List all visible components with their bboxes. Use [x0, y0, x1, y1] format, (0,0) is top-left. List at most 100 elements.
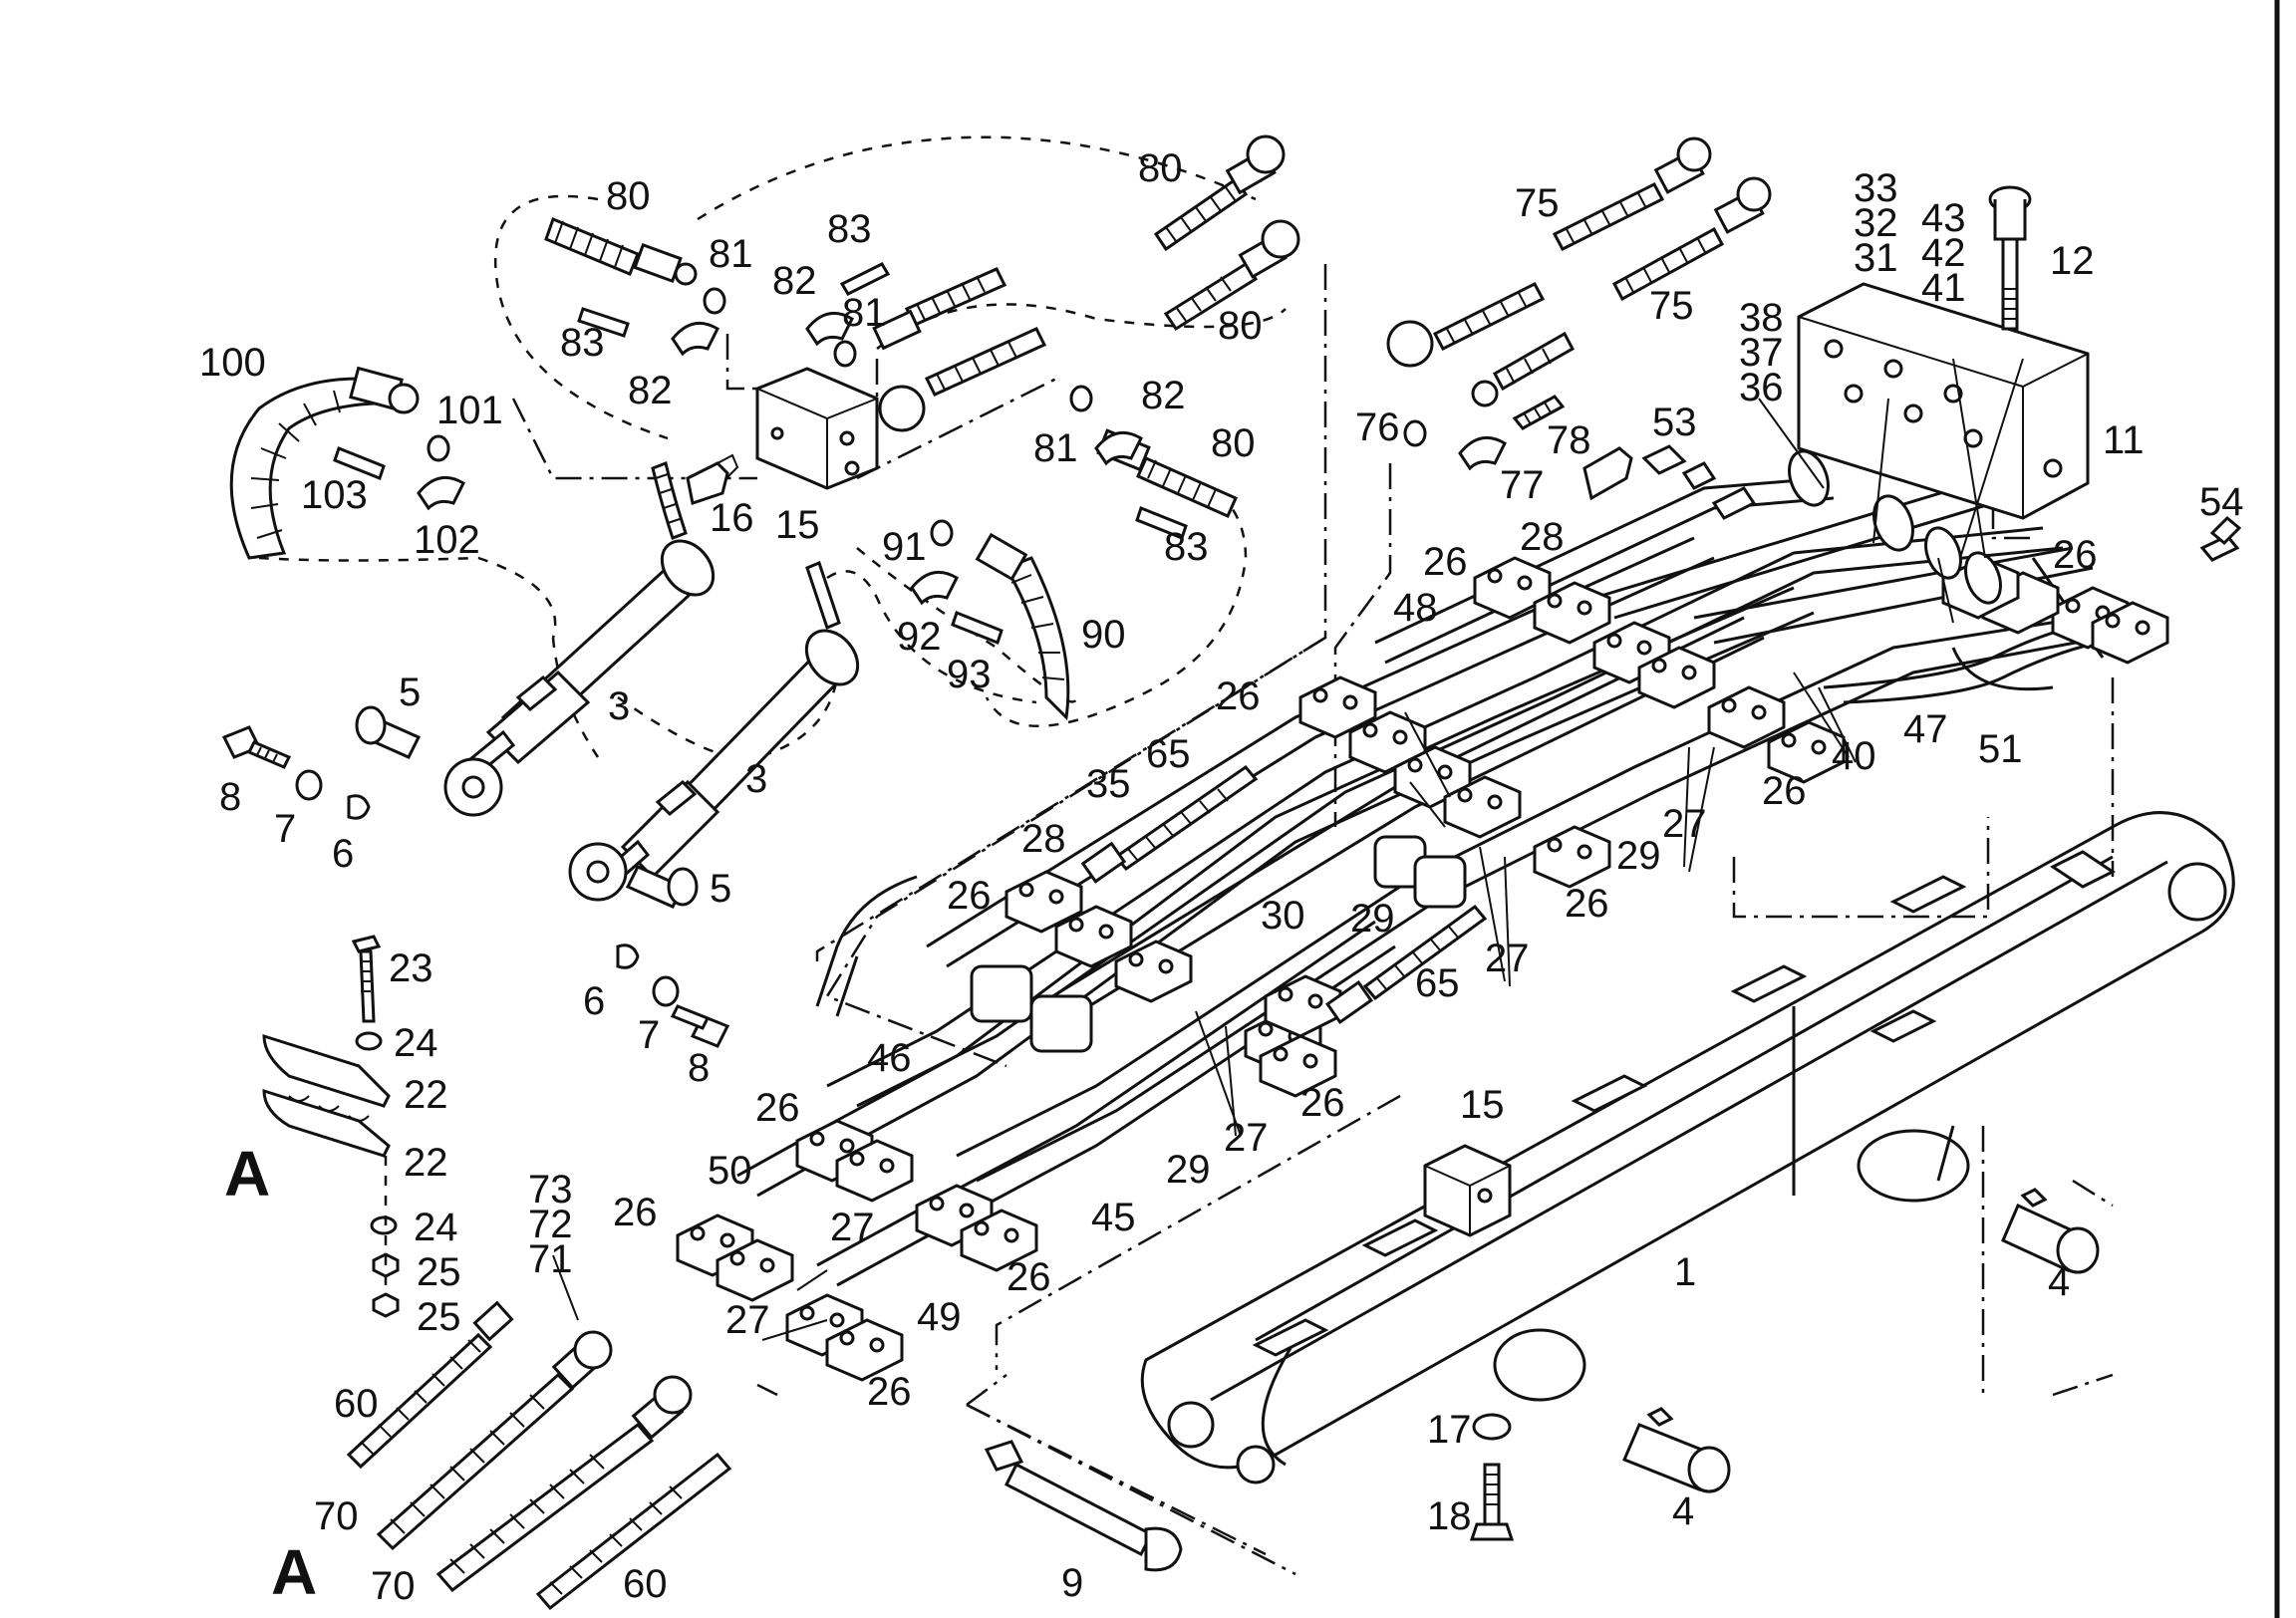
callout-78: 78 [1547, 418, 1591, 462]
callout-71: 71 [528, 1237, 573, 1281]
bolt-83-right [1135, 506, 1188, 540]
callout-26: 26 [613, 1191, 658, 1234]
callout-47: 47 [1903, 707, 1948, 751]
fitting-53 [1641, 444, 1687, 475]
callout-29: 29 [1166, 1148, 1211, 1192]
hose-75-left [1386, 282, 1546, 368]
bolt-8-lower [616, 944, 730, 1048]
callout-82: 82 [772, 259, 817, 303]
detail-label-a: A [224, 1138, 270, 1210]
callout-73: 73 [528, 1168, 573, 1212]
seal-91 [930, 519, 954, 547]
callout-46: 46 [867, 1036, 912, 1080]
callout-81: 81 [709, 232, 753, 276]
callout-26: 26 [2053, 533, 2098, 577]
callout-26: 26 [1216, 674, 1261, 718]
bolt-103 [333, 446, 386, 480]
pin-5-lower [625, 865, 699, 909]
callout-29: 29 [1616, 834, 1661, 878]
callout-17: 17 [1427, 1408, 1472, 1452]
callout-28: 28 [1021, 817, 1066, 861]
flange-82-left [671, 321, 719, 357]
callout-27: 27 [830, 1206, 875, 1249]
callout-6: 6 [332, 832, 354, 876]
callout-31: 31 [1854, 236, 1898, 280]
hose-75-lower [1611, 176, 1772, 302]
callout-27: 27 [1485, 937, 1530, 980]
callout-5: 5 [399, 671, 421, 714]
cylinder-3-left [443, 539, 716, 817]
callout-70: 70 [314, 1494, 359, 1538]
flanges-31-43 [1582, 446, 2002, 605]
callout-90: 90 [1081, 613, 1126, 657]
callout-1: 1 [1674, 1250, 1696, 1294]
callout-53: 53 [1652, 401, 1697, 444]
port-block-left [970, 964, 1033, 1023]
callout-4: 4 [1672, 1489, 1694, 1533]
callout-24: 24 [394, 1021, 438, 1065]
hose-75-left2 [1471, 331, 1576, 407]
callout-26: 26 [1300, 1081, 1345, 1125]
callout-60: 60 [623, 1562, 668, 1606]
callout-26: 26 [1006, 1255, 1051, 1299]
callout-48: 48 [1393, 586, 1438, 630]
callout-80: 80 [606, 174, 651, 218]
callout-70: 70 [371, 1564, 416, 1608]
callout-81: 81 [1033, 426, 1078, 470]
hose-60-left [346, 1300, 514, 1470]
hose-80-center-upper [872, 267, 1007, 351]
callout-35: 35 [1086, 762, 1131, 806]
seal-76 [1403, 419, 1427, 447]
callout-49: 49 [917, 1295, 962, 1339]
callout-37: 37 [1739, 331, 1784, 375]
port-block-mid-b [1413, 855, 1467, 909]
callout-3: 3 [608, 684, 630, 728]
hose-80-mid-right [1163, 219, 1300, 332]
callout-100: 100 [199, 341, 266, 385]
boom-arm [1140, 811, 2235, 1484]
hose-70-left [376, 1330, 613, 1551]
callout-65: 65 [1415, 961, 1460, 1005]
callout-102: 102 [414, 518, 480, 562]
callout-33: 33 [1854, 166, 1898, 210]
callout-54: 54 [2199, 480, 2244, 524]
callout-7: 7 [274, 807, 296, 851]
callout-75: 75 [1649, 284, 1694, 328]
callout-26: 26 [755, 1086, 800, 1130]
valve-block-15 [755, 367, 879, 490]
callout-40: 40 [1832, 734, 1876, 778]
callout-12: 12 [2050, 239, 2095, 283]
bolt-8-upper [221, 725, 371, 820]
port-block-right [1029, 994, 1093, 1053]
seal-81-left [703, 287, 726, 315]
callout-27: 27 [1662, 802, 1707, 846]
flange-102 [417, 475, 465, 511]
callout-3: 3 [745, 757, 767, 801]
bolt-83-top [839, 262, 891, 296]
callout-27: 27 [1224, 1116, 1269, 1160]
callout-labels: 80 80 80 80 83 83 83 81 81 81 82 82 82 1… [199, 146, 2244, 1608]
callout-81: 81 [842, 291, 887, 335]
callout-65: 65 [1146, 732, 1191, 776]
callout-18: 18 [1427, 1494, 1472, 1538]
callout-9: 9 [1061, 1561, 1083, 1605]
hose-70-lower [435, 1375, 693, 1593]
callout-60: 60 [334, 1382, 379, 1426]
callout-83: 83 [827, 207, 872, 251]
hose-80-center-lower [878, 327, 1047, 432]
callout-26: 26 [867, 1370, 912, 1414]
callout-93: 93 [947, 653, 992, 696]
callout-32: 32 [1854, 201, 1898, 245]
callout-45: 45 [1091, 1196, 1136, 1239]
callout-24: 24 [414, 1206, 458, 1249]
callout-8: 8 [219, 775, 241, 819]
callout-41: 41 [1921, 266, 1966, 310]
seal-81-right [1069, 385, 1093, 412]
callout-83: 83 [1164, 525, 1209, 569]
pin-5-upper [355, 705, 422, 759]
block-11 [1797, 282, 2090, 520]
callout-91: 91 [882, 525, 927, 569]
callout-8: 8 [688, 1046, 710, 1090]
callout-27: 27 [725, 1298, 770, 1342]
